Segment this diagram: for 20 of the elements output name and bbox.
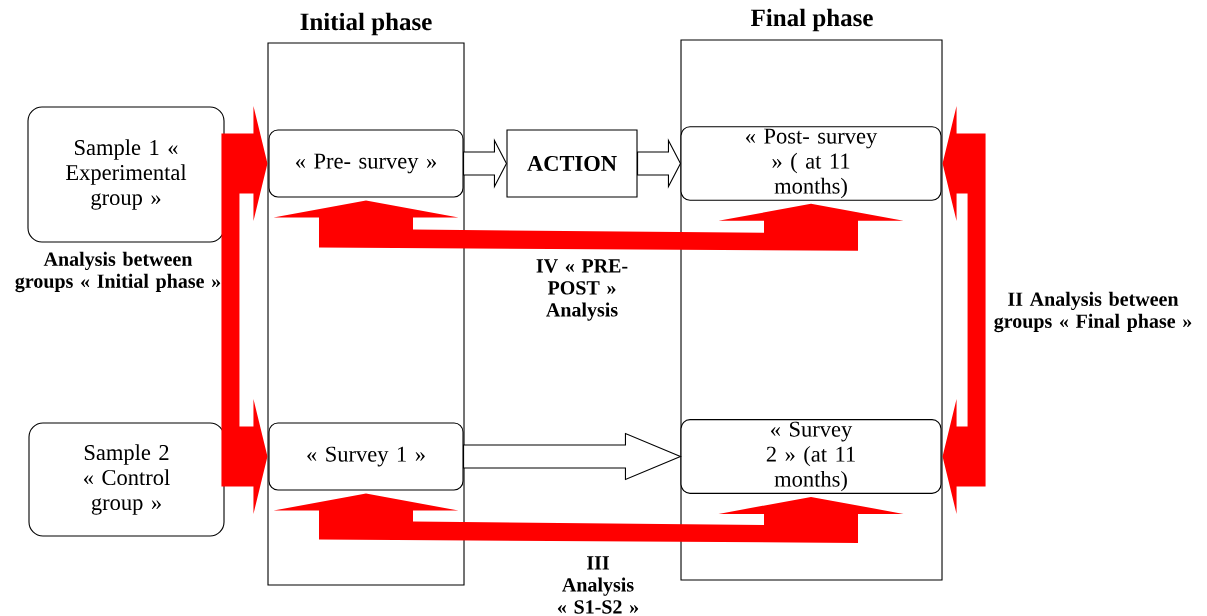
survey-box: « Post- survey » ( at 11 months) <box>680 126 942 201</box>
edge-label: III Analysis « S1-S2 » <box>557 556 639 614</box>
hollow-arrow <box>463 138 508 189</box>
analysis-arrow <box>942 106 986 514</box>
sample-box: Sample 1 « Experimental group » <box>27 106 225 243</box>
survey-box: « Pre- survey » <box>268 129 464 198</box>
analysis-arrow <box>221 106 268 514</box>
survey-box: « Survey 2 » (at 11 months) <box>680 419 942 494</box>
edge-label: Analysis between groups « Initial phase » <box>15 251 221 293</box>
edge-label: IV « PRE-POST » Analysis <box>536 259 628 321</box>
sample-box: Sample 2 « Control group » <box>28 422 225 537</box>
edge-label: II Analysis between groups « Final phase » <box>994 291 1192 333</box>
phase-heading: Final phase <box>750 8 873 32</box>
hollow-arrow <box>463 432 682 481</box>
survey-box: « Survey 1 » <box>268 422 464 491</box>
phase-heading: Initial phase <box>300 12 432 36</box>
analysis-arrow <box>273 493 904 543</box>
hollow-arrow <box>637 138 682 189</box>
analysis-arrow <box>273 200 904 251</box>
action-box: ACTION <box>506 129 638 198</box>
